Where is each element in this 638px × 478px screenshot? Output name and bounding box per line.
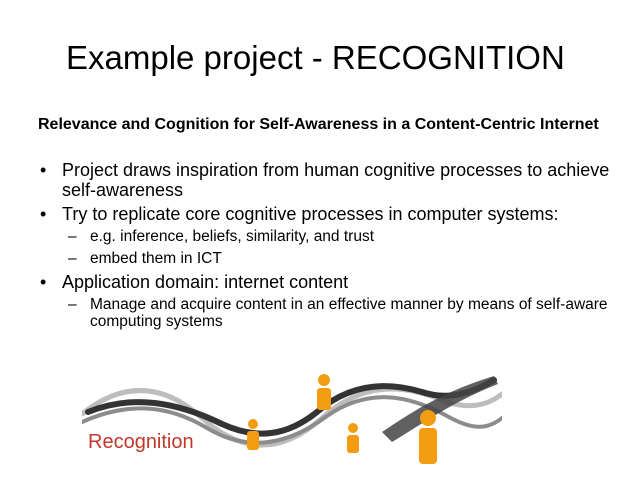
sub-bullet-item: – e.g. inference, beliefs, similarity, a… xyxy=(38,228,633,245)
bullet-item: • Try to replicate core cognitive proces… xyxy=(38,204,633,224)
bullet-dot: • xyxy=(40,204,47,224)
person-icon xyxy=(419,410,437,464)
sub-bullet-text: Manage and acquire content in an effecti… xyxy=(90,296,608,330)
bullet-text: Project draws inspiration from human cog… xyxy=(62,160,610,200)
sub-bullet-dash: – xyxy=(68,296,77,313)
person-icon xyxy=(247,419,259,450)
sub-bullet-item: – Manage and acquire content in an effec… xyxy=(38,296,633,330)
bullet-item: • Application domain: internet content xyxy=(38,272,633,292)
sub-bullet-text: e.g. inference, beliefs, similarity, and… xyxy=(90,228,375,245)
logo-wave-dark xyxy=(85,377,497,437)
sub-bullet-item: – embed them in ICT xyxy=(38,250,633,267)
logo-wave-mid xyxy=(82,395,502,445)
recognition-logo-graphic xyxy=(82,374,502,464)
sub-bullet-text: embed them in ICT xyxy=(90,250,222,267)
bullet-dot: • xyxy=(40,160,47,180)
slide-subtitle: Relevance and Cognition for Self-Awarene… xyxy=(38,116,599,133)
bullet-dot: • xyxy=(40,272,47,292)
bullet-item: • Project draws inspiration from human c… xyxy=(38,160,633,200)
slide-title: Example project - RECOGNITION xyxy=(66,39,565,76)
person-icon xyxy=(317,374,331,410)
logo-brush-tail xyxy=(382,376,498,442)
person-icon xyxy=(347,423,359,453)
brand-wordmark: Recognition xyxy=(88,431,194,453)
sub-bullet-dash: – xyxy=(68,250,77,267)
bullet-text: Try to replicate core cognitive processe… xyxy=(62,204,559,224)
sub-bullet-dash: – xyxy=(68,228,77,245)
bullet-list: • Project draws inspiration from human c… xyxy=(38,160,633,335)
bullet-text: Application domain: internet content xyxy=(62,272,349,292)
